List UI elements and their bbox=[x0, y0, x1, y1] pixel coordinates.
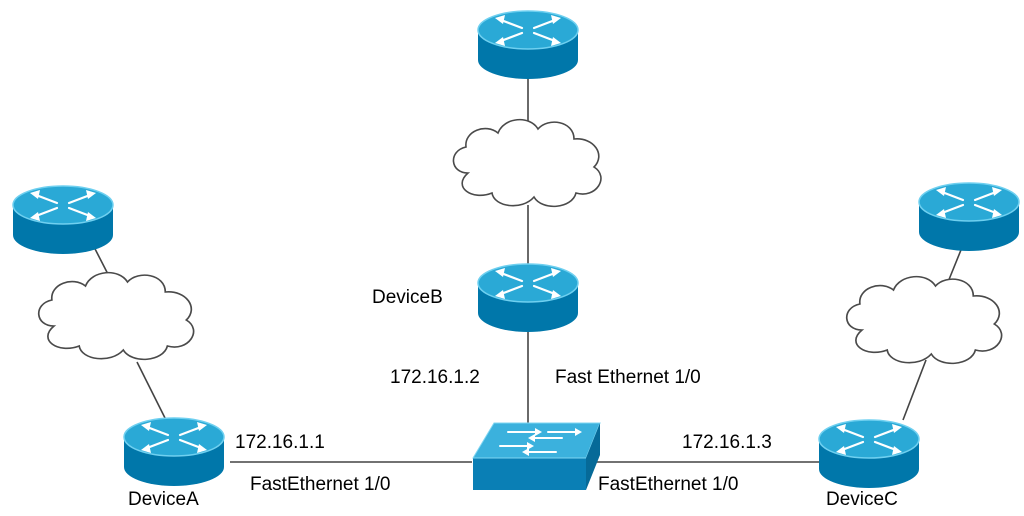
link-c-cloud-to-devicec bbox=[902, 359, 927, 421]
router-icon bbox=[11, 184, 115, 256]
switch-icon bbox=[472, 422, 601, 490]
cloud-icon bbox=[845, 275, 1003, 365]
router-icon bbox=[917, 181, 1021, 253]
devicec-interface-label: FastEthernet 1/0 bbox=[598, 474, 739, 495]
cloud-icon bbox=[37, 271, 195, 361]
deviceb-ip-label: 172.16.1.2 bbox=[390, 367, 480, 388]
devicec-label: DeviceC bbox=[826, 489, 898, 510]
devicec-ip-label: 172.16.1.3 bbox=[682, 432, 772, 453]
cloud-icon bbox=[452, 118, 602, 208]
deviceb-interface-label: Fast Ethernet 1/0 bbox=[555, 367, 701, 388]
router-icon bbox=[122, 416, 226, 488]
link-a-cloud-to-devicea bbox=[136, 361, 166, 419]
router-icon bbox=[476, 9, 580, 81]
links bbox=[91, 65, 966, 463]
devicea-ip-label: 172.16.1.1 bbox=[235, 432, 325, 453]
router-icon bbox=[476, 262, 580, 334]
deviceb-label: DeviceB bbox=[372, 287, 443, 308]
devicea-label: DeviceA bbox=[128, 489, 199, 510]
devicea-interface-label: FastEthernet 1/0 bbox=[250, 474, 391, 495]
router-icon bbox=[817, 418, 921, 490]
